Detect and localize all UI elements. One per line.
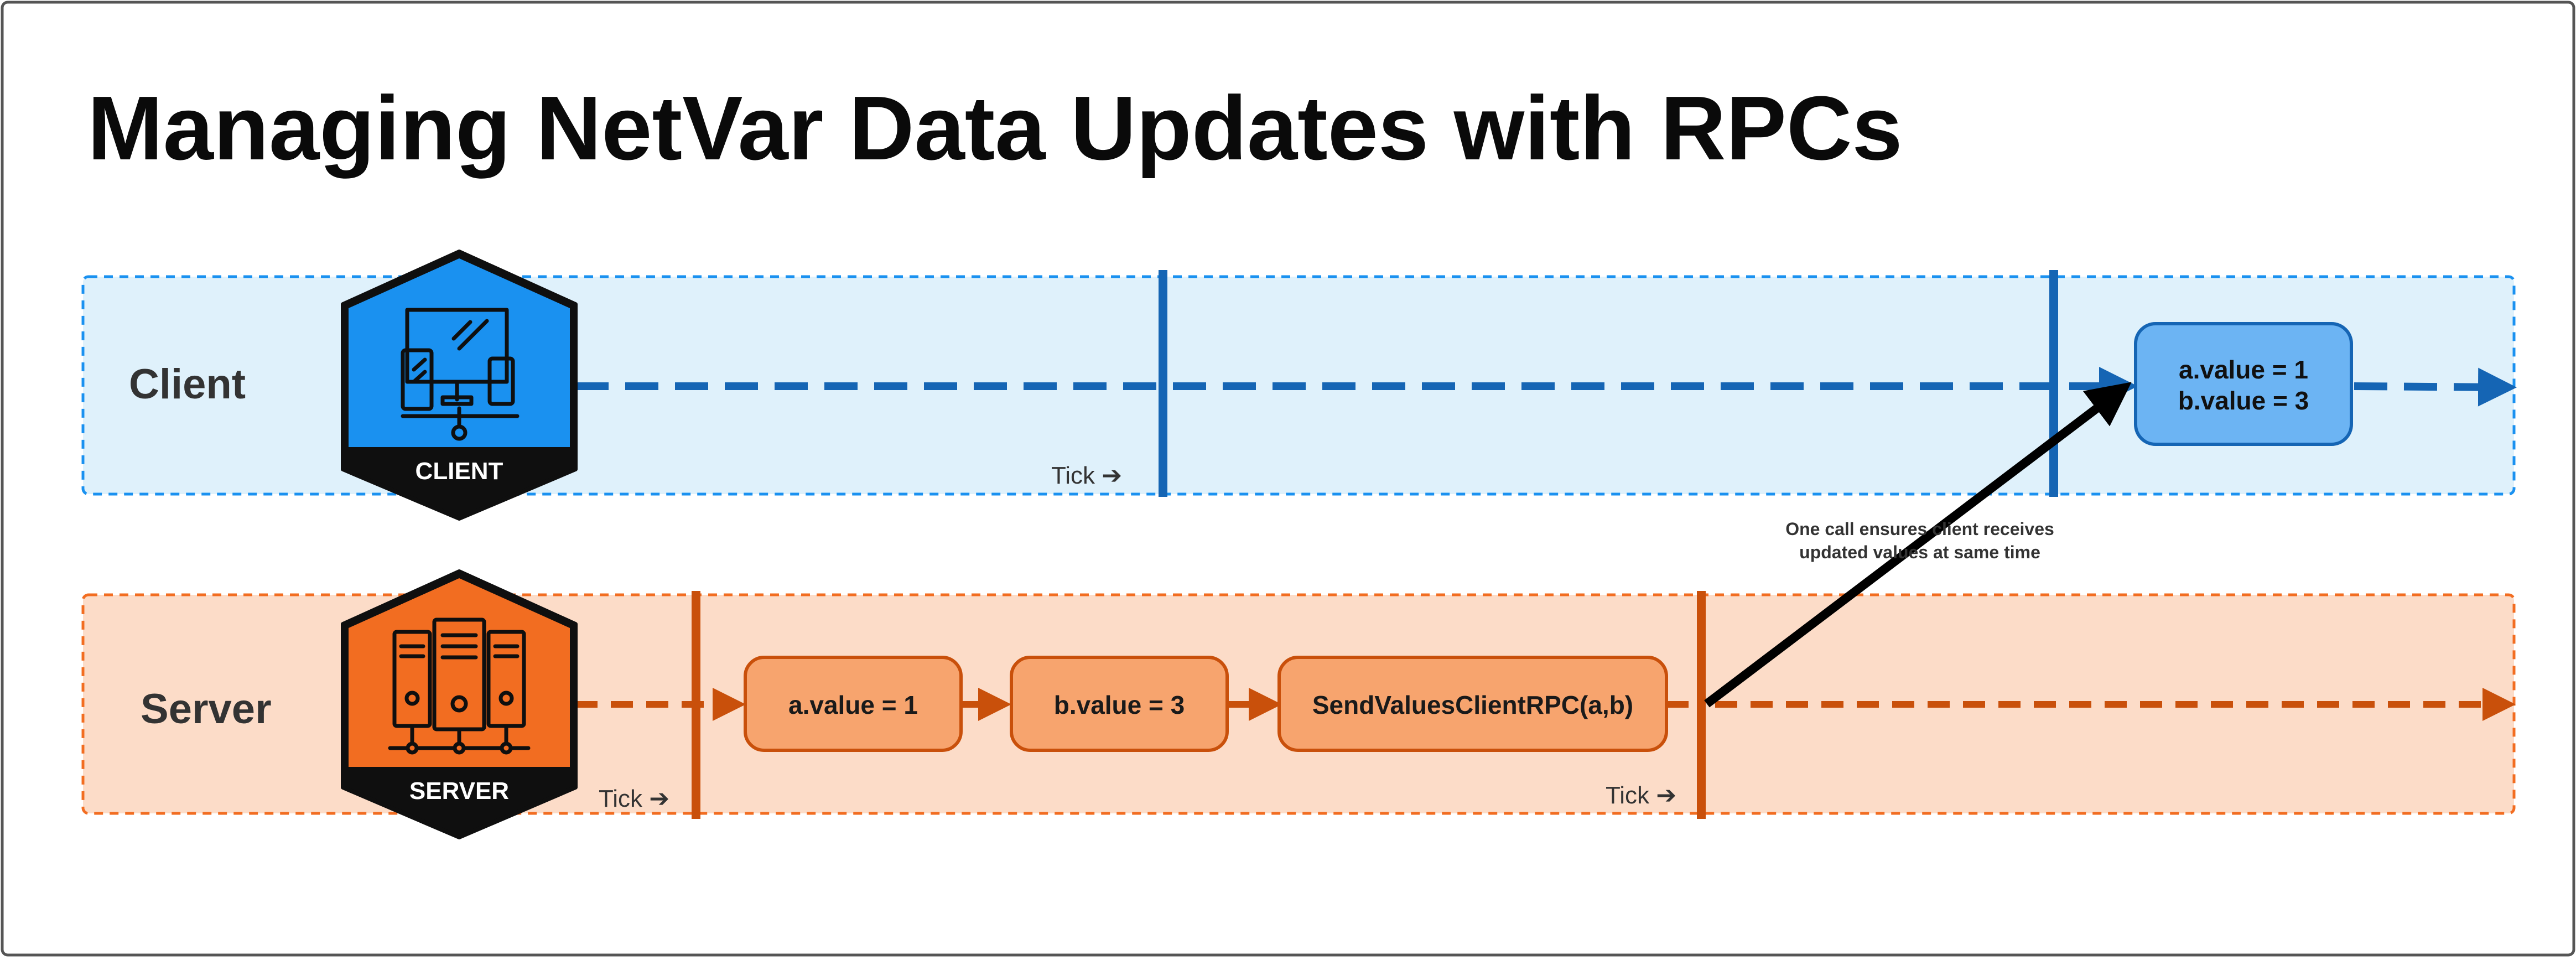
annotation-line-2: updated values at same time [1799,542,2040,562]
server-step-box [1010,656,1229,752]
client-timeline-end-arrow [2354,367,2517,407]
rpc-send-arrow [1704,382,2132,708]
client-lane-label: Client [129,361,246,408]
server-badge-label: SERVER [409,777,509,805]
client-badge-label: CLIENT [416,458,503,485]
devices-icon [401,308,520,441]
client-values-box [2134,322,2353,446]
server-step-label: b.value = 3 [1054,691,1185,719]
client-value-b: b.value = 3 [2178,386,2309,415]
tick-label: Tick ➔ [1606,782,1676,809]
server-step-label: a.value = 1 [788,691,918,719]
server-rack-icon [388,617,531,755]
annotation-line-1: One call ensures client receives [1785,519,2054,539]
client-badge: CLIENT [341,250,578,521]
client-value-a: a.value = 1 [2179,355,2308,384]
server-lane-label: Server [141,686,272,733]
tick-label: Tick ➔ [1051,462,1122,489]
rpc-call-box [1277,656,1668,752]
server-badge: SERVER [341,569,578,839]
page-title: Managing NetVar Data Updates with RPCs [87,77,1903,179]
tick-label: Tick ➔ [599,785,669,812]
server-step-box [744,656,963,752]
rpc-call-label: SendValuesClientRPC(a,b) [1312,691,1633,719]
